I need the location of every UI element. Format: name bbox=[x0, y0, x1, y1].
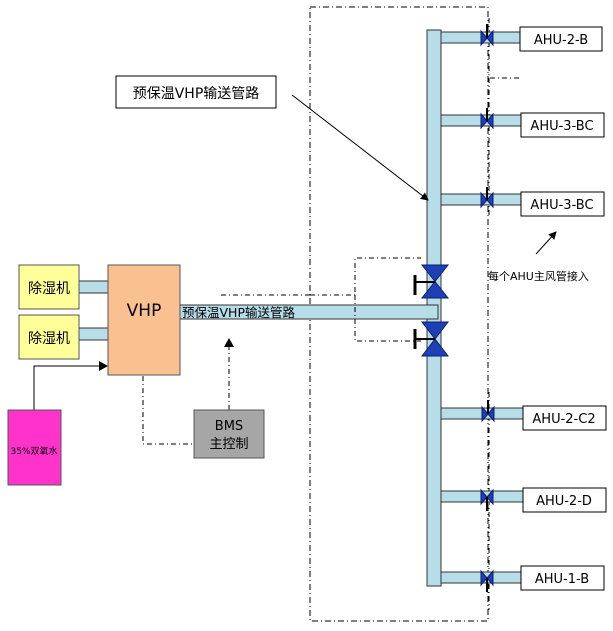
callout-box bbox=[115, 75, 277, 109]
bms-control-lines bbox=[142, 342, 230, 445]
bypass-dash-lines bbox=[220, 257, 421, 342]
ahu-dash-connectors bbox=[488, 18, 520, 610]
main-valve-lower bbox=[413, 321, 450, 357]
bms-box bbox=[193, 409, 265, 459]
ahu-box-1 bbox=[519, 26, 603, 52]
dehumidifier-label-1: 除湿机 bbox=[28, 281, 70, 297]
ahu-label: AHU-2-D bbox=[536, 494, 592, 509]
dehumidifier-label-2: 除湿机 bbox=[28, 331, 70, 347]
tank-feed-arrow bbox=[99, 361, 108, 371]
ahu-box-4 bbox=[522, 405, 607, 431]
dehumidifier-pipe-2 bbox=[78, 327, 110, 341]
ahu-box-3 bbox=[520, 191, 605, 217]
dehumidifier-box-1 bbox=[18, 264, 80, 310]
ahu-label: AHU-3-BC bbox=[530, 198, 593, 213]
ahu-note-label: 每个AHU主风管接入 bbox=[488, 269, 589, 283]
peroxide-tank-box bbox=[7, 409, 62, 486]
vhp-generator-box bbox=[107, 264, 181, 376]
ahu-labels: AHU-2-B AHU-3-BC AHU-3-BC AHU-2-C2 AHU-2… bbox=[530, 33, 595, 587]
ahu-boxes bbox=[519, 26, 607, 591]
bms-arrow-head bbox=[224, 338, 234, 347]
ahu-box-2 bbox=[520, 112, 605, 138]
ahu-label: AHU-2-B bbox=[534, 33, 588, 48]
valve-icon bbox=[480, 488, 494, 511]
callout-label: 预保温VHP输送管路 bbox=[133, 86, 260, 102]
bms-label-line1: BMS bbox=[215, 419, 243, 434]
valve-icon bbox=[480, 187, 494, 209]
valve-icon bbox=[480, 24, 494, 47]
peroxide-tank-label: 35%双氧水 bbox=[10, 445, 57, 457]
dehumidifier-box-2 bbox=[18, 314, 80, 360]
main-valve-upper bbox=[413, 264, 450, 299]
branch-valves bbox=[480, 24, 495, 592]
pipe-callout-arrow bbox=[291, 94, 429, 201]
valve-icon bbox=[480, 108, 494, 130]
valve-icon bbox=[480, 569, 494, 592]
bms-label-line2: 主控制 bbox=[209, 437, 248, 452]
vhp-label: VHP bbox=[127, 301, 162, 321]
ahu-label: AHU-3-BC bbox=[530, 119, 593, 134]
tank-feed-line bbox=[33, 365, 104, 410]
ahu-box-5 bbox=[522, 487, 607, 513]
dehumidifier-pipe-1 bbox=[78, 280, 110, 294]
pipe-inline-label: 预保温VHP输送管路 bbox=[182, 305, 295, 320]
ahu-note-arrow bbox=[535, 231, 557, 255]
valve-icon bbox=[481, 400, 495, 423]
ahu-label: AHU-1-B bbox=[535, 572, 589, 587]
ahu-box-6 bbox=[520, 565, 605, 591]
ahu-label: AHU-2-C2 bbox=[532, 412, 595, 427]
